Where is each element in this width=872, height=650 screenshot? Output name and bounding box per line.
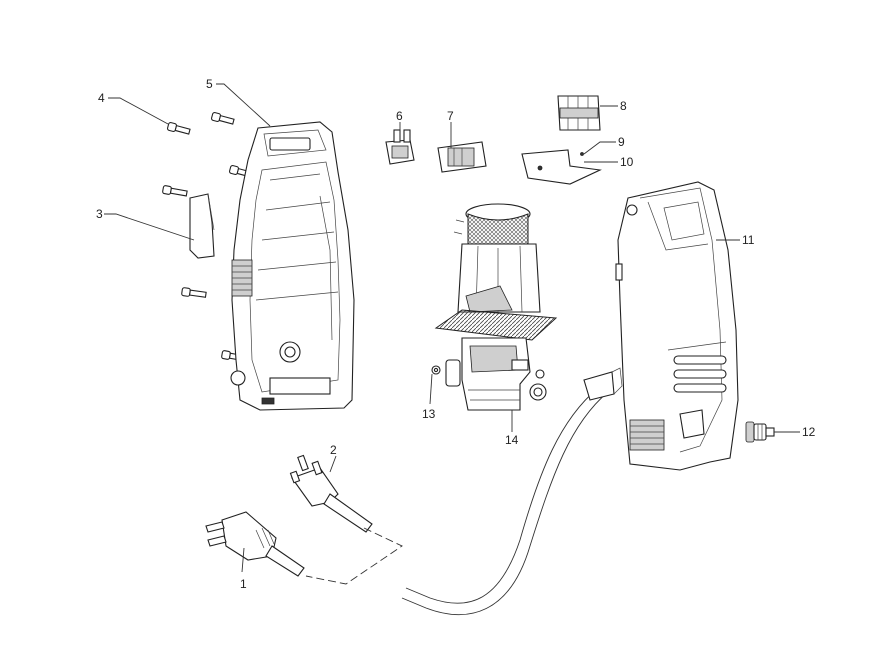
callout-11: 11 [742,233,755,247]
dashed-link [305,527,403,585]
callout-4: 4 [98,91,105,105]
callout-1: 1 [240,577,247,591]
part-3-bracket [189,193,215,259]
callout-8: 8 [620,99,627,113]
callout-3: 3 [96,207,103,221]
part-13-fitting [431,365,441,375]
part-1-eu-plug [205,511,305,577]
part-11-front-housing [615,181,739,471]
part-5-rear-housing [230,121,355,411]
callout-5: 5 [206,77,213,91]
part-14-motor-pump [434,203,558,411]
callout-6: 6 [396,109,403,123]
leader-lines [104,83,800,573]
callout-9: 9 [618,135,625,149]
power-cable [401,367,623,615]
callout-12: 12 [802,425,816,439]
part-9-pin [580,152,584,156]
part-7-module [437,141,487,173]
part-2-uk-plug [289,454,373,533]
part-6-switch [385,129,415,165]
callout-13: 13 [422,407,436,421]
part-8-cover [557,95,601,131]
callout-labels: 1 2 3 4 5 6 7 8 9 10 11 12 13 14 [96,77,816,591]
part-10-plate [521,149,602,185]
callout-2: 2 [330,443,337,457]
callout-14: 14 [505,433,519,447]
callout-10: 10 [620,155,634,169]
part-12-connector [745,421,775,443]
callout-7: 7 [447,109,454,123]
